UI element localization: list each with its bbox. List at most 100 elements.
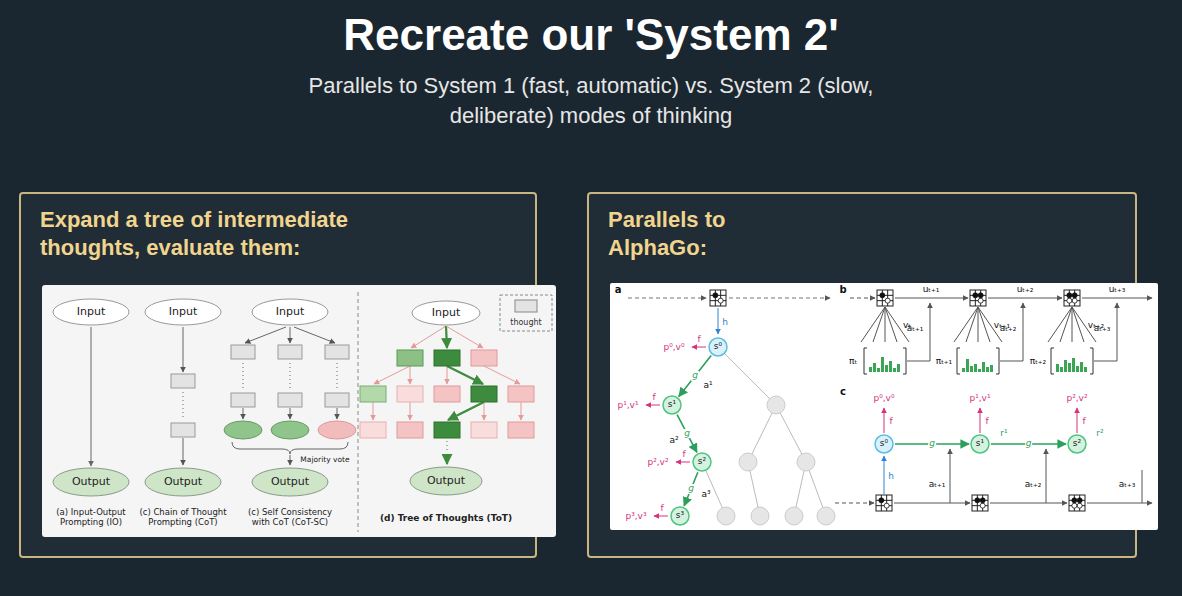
figure-label: r¹ — [1000, 428, 1007, 438]
node-outline — [1068, 435, 1086, 453]
model-unroll — [884, 456, 885, 494]
policy-bars — [1076, 366, 1079, 372]
figure-label: p⁰,v⁰ — [663, 342, 684, 352]
go-board — [710, 290, 1085, 511]
figure-label: b — [839, 284, 846, 296]
search-tree — [748, 405, 776, 462]
policy-bars — [881, 357, 884, 372]
node-outline — [53, 468, 129, 496]
node-outline — [252, 299, 328, 325]
go-board — [1072, 293, 1077, 298]
policy-bars — [893, 368, 896, 372]
policy-bars — [1064, 360, 1067, 372]
model-unroll — [1077, 408, 1078, 433]
tot-tree — [411, 326, 446, 348]
figure-label: uₜ₊₂ — [1017, 284, 1034, 294]
policy-bars — [897, 364, 900, 372]
policy-bars — [1051, 348, 1093, 374]
model-unroll — [894, 503, 970, 504]
node-label: s⁰ — [880, 439, 888, 449]
policy-bars — [990, 365, 993, 372]
model-unroll — [980, 408, 981, 433]
node-outline — [252, 468, 328, 496]
go-board — [885, 298, 890, 303]
tot-tree — [484, 366, 520, 384]
figure-label: aₜ₊₁ — [929, 479, 946, 489]
tot-tree — [447, 366, 448, 384]
self-consistency-branches — [337, 363, 338, 390]
go-board — [1077, 503, 1082, 508]
cot-chain — [183, 392, 184, 419]
search-tree — [739, 453, 757, 471]
node-outline — [671, 507, 689, 525]
state-circle: s⁰ — [708, 337, 728, 357]
figure-label: f — [1082, 416, 1085, 426]
state-circle: s³ — [670, 506, 690, 526]
figure-label: p¹,v¹ — [617, 400, 638, 410]
go-board — [1064, 290, 1080, 306]
model-unroll — [1142, 470, 1143, 503]
search-fan — [978, 307, 990, 342]
go-board — [1067, 298, 1072, 303]
state-circle: s¹ — [662, 395, 682, 415]
search-fan — [1072, 307, 1073, 342]
self-consistency-branches — [231, 393, 255, 407]
node-label: s⁰ — [714, 342, 722, 352]
cot-chain — [183, 327, 184, 372]
figure-label: h — [722, 317, 728, 327]
go-board — [972, 495, 988, 511]
panel: Parallels to AlphaGo:s⁰s¹s²s³s⁰s¹s² — [588, 193, 1136, 557]
edge-label: g — [928, 439, 936, 449]
policy-bars — [1084, 367, 1087, 372]
self-consistency-branches — [294, 327, 335, 343]
figure-label: f — [985, 416, 988, 426]
tot-tree — [508, 386, 534, 402]
node-label: s¹ — [976, 439, 984, 449]
tot-tree — [397, 386, 423, 402]
node-outline — [410, 467, 482, 495]
self-consistency-branches — [325, 393, 349, 407]
connector — [677, 415, 697, 453]
node-outline — [53, 299, 129, 325]
panel: Expand a tree of intermediate thoughts, … — [20, 193, 536, 557]
separator-line — [358, 292, 359, 532]
legend-text: thought — [510, 318, 541, 327]
node-label: s² — [698, 457, 706, 467]
tot-tree — [360, 326, 534, 464]
go-board — [877, 290, 893, 306]
figure-label: πₜ₊₁ — [936, 356, 952, 366]
go-board — [884, 503, 889, 508]
self-consistency-branches — [224, 421, 262, 439]
figure-label: a — [615, 284, 622, 296]
go-board — [1072, 503, 1077, 508]
figure-label: f — [889, 416, 892, 426]
node-outline — [693, 453, 711, 471]
tot-tree — [397, 350, 423, 366]
go-board — [975, 498, 980, 503]
policy-bars — [974, 364, 977, 372]
search-fan — [978, 307, 979, 342]
connector — [679, 356, 711, 397]
self-consistency-branches — [278, 393, 302, 407]
figure-label: aₜ₊₃ — [1094, 323, 1111, 333]
figure-card — [42, 283, 1158, 537]
legend-frame — [515, 300, 537, 312]
policy-bars — [869, 367, 872, 372]
connector — [684, 472, 698, 506]
model-unroll — [884, 408, 885, 433]
self-consistency-branches — [337, 408, 338, 419]
figure-card — [610, 283, 1158, 530]
figure-label: πₜ — [849, 356, 857, 366]
policy-bars — [986, 367, 989, 372]
policy-bars — [957, 348, 999, 374]
figure-caption: Majority vote — [300, 456, 349, 465]
policy-bars — [864, 348, 1093, 374]
tot-tree — [446, 454, 448, 464]
self-play-row — [895, 298, 968, 299]
policy-bars — [1060, 367, 1063, 372]
go-board — [718, 298, 723, 303]
node-label: Output — [271, 476, 309, 488]
node-label: s² — [1073, 439, 1081, 449]
self-play-row — [1000, 303, 1023, 361]
prompt-oval: Input — [52, 298, 130, 326]
